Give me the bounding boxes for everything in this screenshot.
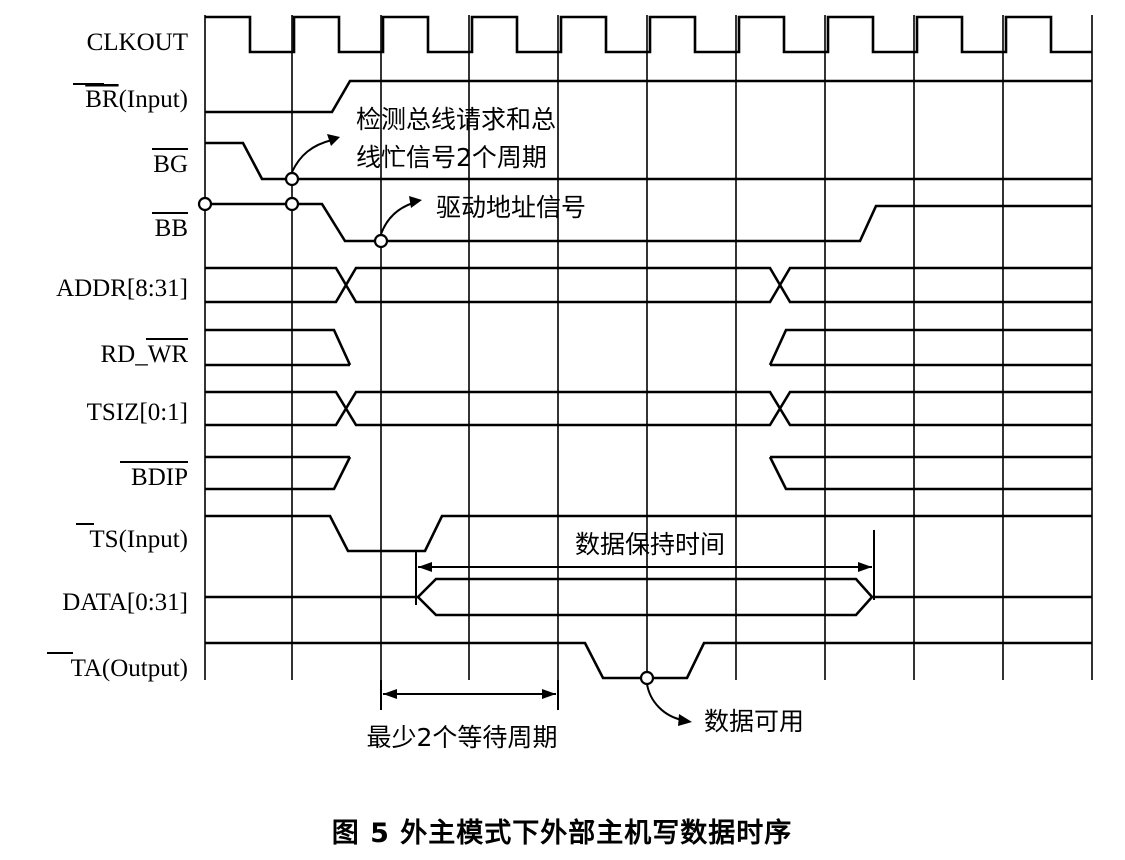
- bg-sample-marker: [284, 171, 300, 187]
- br-waveform: [205, 79, 1092, 114]
- clock-grid: [204, 15, 1093, 680]
- drive-address-annotation: 驱动地址信号: [380, 193, 586, 235]
- detect-text-line1: 检测总线请求和总: [356, 105, 556, 134]
- ts-waveform: [205, 514, 1092, 553]
- detect-annotation: 检测总线请求和总 线忙信号2个周期: [291, 105, 556, 173]
- addr-bus-waveform: [205, 266, 1092, 304]
- label-bb: BB: [155, 215, 188, 242]
- label-data: DATA[0:31]: [62, 589, 188, 616]
- bb-start-marker: [197, 196, 213, 212]
- drive-address-text: 驱动地址信号: [436, 193, 586, 222]
- bdip-waveform: [205, 455, 1092, 491]
- bg-waveform: [205, 141, 1092, 181]
- label-addr: ADDR[8:31]: [56, 275, 188, 302]
- data-valid-text: 数据可用: [704, 707, 804, 736]
- figure-caption: 图 5 外主模式下外部主机写数据时序: [332, 817, 793, 849]
- rd-wr-waveform: [205, 328, 1092, 367]
- min-wait-text: 最少2个等待周期: [367, 723, 558, 752]
- min-wait-dimension: 最少2个等待周期: [367, 680, 559, 752]
- label-br: BR(Input): [85, 86, 188, 113]
- label-bg: BG: [153, 151, 188, 178]
- label-ta: TA(Output): [71, 655, 188, 682]
- label-clkout: CLKOUT: [87, 29, 188, 56]
- data-bus-waveform: [205, 577, 1092, 617]
- clkout-waveform: [205, 15, 1092, 54]
- label-tsiz: TSIZ[0:1]: [87, 399, 188, 426]
- bb-drive-marker: [373, 233, 389, 249]
- bb-sample-marker: [284, 196, 300, 212]
- label-ts: TS(Input): [89, 526, 188, 553]
- data-hold-dimension: 数据保持时间: [415, 530, 875, 605]
- ta-sample-marker: [639, 670, 655, 686]
- label-bdip: BDIP: [131, 464, 188, 491]
- tsiz-bus-waveform: [205, 390, 1092, 427]
- detect-text-line2: 线忙信号2个周期: [356, 143, 547, 172]
- data-hold-text: 数据保持时间: [575, 530, 725, 559]
- signal-labels: CLKOUT BR(Input) BG BB ADDR[8:31] RD_WR …: [47, 29, 188, 682]
- bb-waveform: [205, 202, 1092, 243]
- label-rd-wr: RD_WR: [100, 341, 188, 368]
- data-valid-annotation: 数据可用: [646, 683, 804, 736]
